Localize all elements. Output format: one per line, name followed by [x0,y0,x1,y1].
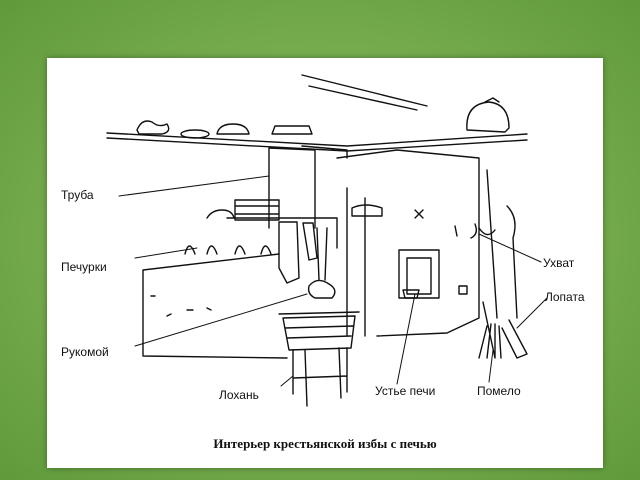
label-rukomoy: Рукомой [61,345,109,359]
shelf-pot [216,123,250,135]
shelf [106,132,528,152]
stove-mark-box [458,285,468,295]
label-pomelo: Помело [477,384,521,398]
label-lokhan: Лохань [219,388,259,402]
stove-back [336,149,480,337]
shelf-jar [271,125,313,135]
ukhvat [478,169,498,319]
stove-front [142,253,288,359]
figure-caption: Интерьер крестьянской избы с печью [213,436,437,451]
leader-rukomoy [134,293,308,347]
label-truba: Труба [61,188,94,202]
top-bowl [206,209,235,219]
label-ustye: Устье печи [375,384,436,398]
tub [282,315,356,351]
leader-truba [118,175,270,197]
leader-pechurki [134,247,198,259]
towel-fold [302,222,318,261]
leader-lopata [516,297,548,329]
rukomoy-rope [316,227,328,281]
shelf-bowl [136,120,170,135]
stove-column [346,187,366,337]
pechurka-3 [234,245,246,255]
shelf-pot-lid [484,97,500,103]
leader-ukhvat [478,233,542,263]
towel [278,221,300,284]
stand-legs [292,347,348,407]
rukomoy [307,279,336,299]
pechurka-4 [260,245,272,255]
diagram-frame: Труба Печурки Рукомой Лохань Устье печи … [47,58,603,468]
chimney [268,147,316,229]
stove-front-marks [150,295,212,317]
stove-mouth-inner [406,257,432,295]
ukhvat-hook [454,223,478,239]
tub-rim [278,311,360,315]
shelf-pot-right [466,101,510,133]
pechurka-2 [206,245,218,255]
chimney-top [301,145,348,159]
stove-side-top [226,217,338,249]
pomelo [478,301,502,359]
pot-at-mouth [402,289,420,299]
leader-lokhan [280,375,294,387]
shelf-plate [180,129,210,139]
barrel [234,199,280,221]
lopata [501,205,528,359]
stove-drawing [106,74,548,407]
leader-ustye [396,293,416,385]
label-lopata: Лопата [545,290,585,304]
label-ukhvat: Ухват [543,256,575,270]
ceiling-line [301,74,428,111]
top-dish [351,204,383,217]
label-pechurki: Печурки [61,260,107,274]
pechurka-1 [184,245,196,255]
leader-pomelo [488,349,494,383]
stove-mark-x [414,209,424,219]
stove-mouth [398,249,440,299]
